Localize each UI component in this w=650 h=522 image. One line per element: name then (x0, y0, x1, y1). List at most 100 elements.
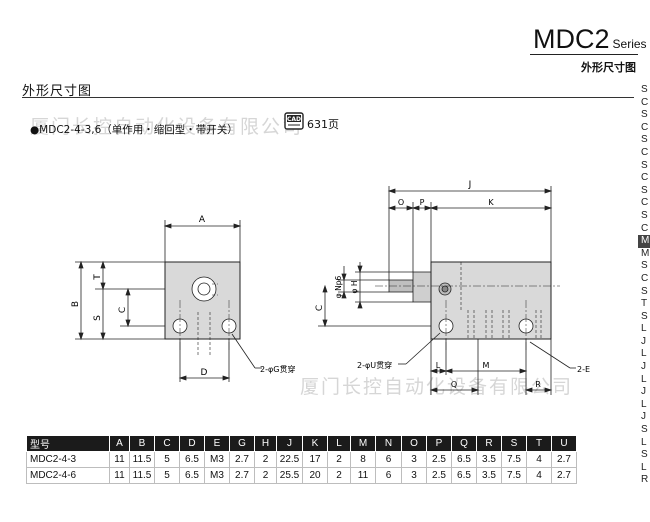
sidebar-index-item[interactable]: T (641, 298, 648, 310)
cad-icon[interactable]: CAD (283, 111, 307, 133)
table-cell: 3.5 (476, 467, 502, 484)
sidebar-index-item[interactable]: S (641, 285, 648, 297)
table-cell: 2.5 (426, 451, 452, 468)
sidebar-index-item[interactable]: S (641, 209, 648, 221)
table-cell: 6.5 (451, 451, 477, 468)
table-cell: 22.5 (276, 451, 303, 468)
table-cell: 11.5 (129, 467, 155, 484)
series-suffix: Series (612, 37, 647, 51)
sidebar-index-item[interactable]: J (641, 411, 646, 423)
sidebar-index-item[interactable]: L (641, 373, 647, 385)
sidebar-index-item[interactable]: L (641, 348, 647, 360)
table-cell: 2 (254, 467, 277, 484)
sidebar-index-item[interactable]: J (641, 386, 646, 398)
table-cell: 2 (327, 467, 351, 484)
dim-label-C: C (118, 307, 128, 313)
sidebar-index-item[interactable]: J (641, 335, 646, 347)
table-cell: 17 (302, 451, 328, 468)
sidebar-index-item[interactable]: S (641, 84, 648, 95)
col-header: P (426, 436, 452, 452)
dim-label-O: O (398, 198, 404, 207)
table-cell: 2.5 (426, 467, 452, 484)
sidebar-index-item[interactable]: S (641, 184, 648, 196)
table-cell: 2 (327, 451, 351, 468)
section-title: 外形尺寸图 (22, 84, 93, 99)
sidebar-index-item[interactable]: C (641, 197, 649, 209)
sidebar-index-item[interactable]: C (641, 121, 649, 133)
dim-label-L: L (436, 361, 441, 370)
col-header: N (375, 436, 402, 452)
dim-label-C-side: C (315, 305, 325, 311)
dim-label-M: M (483, 361, 490, 370)
section-rule (22, 97, 634, 98)
sidebar-index-item[interactable]: S (641, 310, 648, 322)
col-header: D (179, 436, 205, 452)
table-cell: 20 (302, 467, 328, 484)
table-cell: 2.7 (551, 451, 577, 468)
sidebar-index-item[interactable]: M (641, 247, 650, 259)
table-cell: 11 (109, 451, 130, 468)
table-cell: 3 (401, 451, 427, 468)
table-cell: 7.5 (501, 467, 527, 484)
sidebar-index-item[interactable]: C (641, 146, 649, 158)
dim-label-A: A (199, 215, 206, 225)
sidebar-index-item[interactable]: S (641, 260, 648, 272)
table-cell: 11.5 (129, 451, 155, 468)
dim-label-B: B (71, 301, 81, 307)
front-view-drawing: A B T S C D 2-φG贯穿 (71, 215, 295, 382)
sidebar-index-item[interactable]: L (641, 436, 647, 448)
table-cell: 3 (401, 467, 427, 484)
dim-label-Np6: φ Np6 (334, 276, 343, 299)
sidebar-index-item[interactable]: C (641, 222, 649, 234)
sidebar-index-item[interactable]: S (641, 109, 648, 121)
col-header: M (350, 436, 376, 452)
cad-icon-label: CAD (287, 116, 301, 123)
sidebar-index-item[interactable]: S (641, 159, 648, 171)
sidebar-index-item[interactable]: C (641, 272, 649, 284)
sidebar-index-item[interactable]: M (638, 235, 650, 248)
side-view-drawing: J O P K φ Np6 φ H C 2-φU贯穿 2-E L M Q R (315, 180, 590, 395)
dim-label-R: R (535, 380, 541, 389)
sidebar-index-item[interactable]: C (641, 96, 649, 108)
e-thread-note: 2-E (577, 365, 590, 374)
sidebar-index-item[interactable]: S (641, 424, 648, 436)
table-cell: 3.5 (476, 451, 502, 468)
col-header: U (551, 436, 577, 452)
cell-model: MDC2-4-6 (26, 467, 110, 484)
sidebar-index-item[interactable]: S (641, 449, 648, 461)
g-hole-note: 2-φG贯穿 (260, 364, 295, 374)
col-header: E (204, 436, 230, 452)
sidebar-index-item[interactable]: L (641, 323, 647, 335)
col-header: G (229, 436, 255, 452)
dim-label-Q: Q (451, 380, 457, 389)
col-header: K (302, 436, 328, 452)
header-subtitle: 外形尺寸图 (581, 61, 636, 74)
sidebar-index-item[interactable]: J (641, 361, 646, 373)
table-cell: 2.7 (551, 467, 577, 484)
watermark-bottom: 厦门长控自动化设备有限公司 (300, 376, 574, 398)
col-header: O (401, 436, 427, 452)
dim-label-H: φ H (350, 281, 359, 294)
col-header: S (501, 436, 527, 452)
dim-label-P: P (420, 198, 425, 207)
table-cell: 6.5 (179, 451, 205, 468)
sidebar-index-item[interactable]: L (641, 461, 647, 473)
sidebar-index-item[interactable]: S (641, 134, 648, 146)
col-header: B (129, 436, 155, 452)
cad-page-link[interactable]: 631页 (307, 118, 339, 131)
table-cell: 5 (154, 451, 180, 468)
table-cell: 11 (109, 467, 130, 484)
table-cell: 2.7 (229, 451, 255, 468)
sidebar-index-item[interactable]: R (641, 474, 649, 486)
dim-label-K: K (488, 198, 494, 207)
col-header: L (327, 436, 351, 452)
bullet-icon: ● (30, 124, 40, 136)
dim-label-S: S (93, 315, 103, 321)
sidebar-index-item[interactable]: C (641, 172, 649, 184)
col-header: J (276, 436, 303, 452)
sidebar-index-item[interactable]: L (641, 398, 647, 410)
col-header: H (254, 436, 277, 452)
